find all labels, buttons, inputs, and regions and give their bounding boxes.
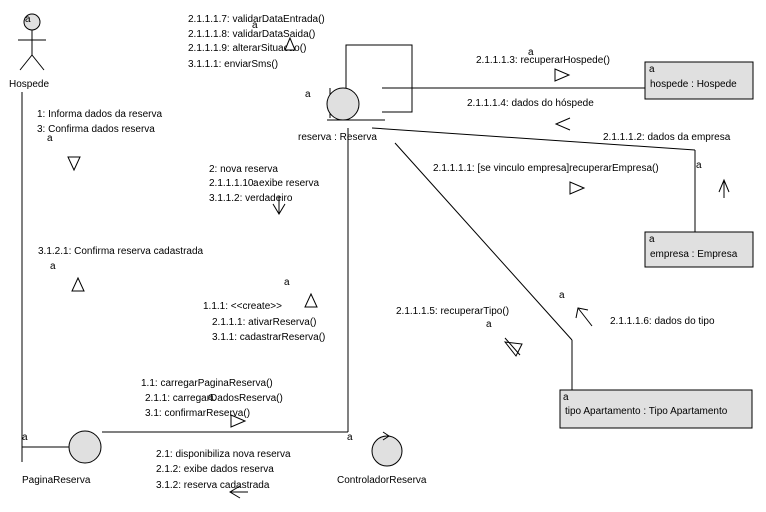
marker: a — [528, 47, 534, 58]
message-label: 2.1.1.1.7: validarDataEntrada() — [188, 14, 325, 25]
message-label: 2.1.1.1.9: alterarSituacao() — [188, 43, 306, 54]
object-empresa-label: empresa : Empresa — [650, 249, 738, 260]
marker: a — [649, 234, 655, 245]
messages-controlador-to-pagina: 2.1: disponibiliza nova reserva 2.1.2: e… — [156, 449, 291, 499]
arrow-up-icon — [304, 292, 318, 308]
message-label: 2.1.1: carregarDadosReserva() — [145, 393, 283, 404]
arrow-right-icon — [230, 414, 247, 428]
marker: a — [563, 392, 569, 403]
pagina-boundary-icon — [68, 430, 102, 464]
controlador-control-icon — [371, 435, 403, 467]
controlador-arrowhead — [382, 431, 390, 441]
reserva-entity-icon — [326, 87, 360, 121]
object-tipo-apartamento[interactable]: a tipo Apartamento : Tipo Apartamento — [559, 389, 753, 429]
arrow-down-icon — [272, 203, 286, 215]
message-label: 2.1.1.1.1: [se vinculo empresa]recuperar… — [433, 163, 659, 174]
message-label: 2.1.1.1.4: dados do hóspede — [467, 98, 594, 109]
messages-to-tipo: 2.1.1.1.5: recuperarTipo() a — [396, 306, 523, 357]
message-label: 3.1: confirmarReserva() — [145, 408, 250, 419]
message-label: 2.1.1.1.6: dados do tipo — [610, 316, 715, 327]
arrow-left-icon — [554, 117, 571, 131]
messages-pagina-to-actor: 3.1.2.1: Confirma reserva cadastrada a — [38, 246, 204, 292]
actor-left-leg — [19, 54, 33, 71]
messages-to-hospede: 2.1.1.1.3: recuperarHospede() a — [476, 47, 610, 82]
message-label: 3.1.1.1: enviarSms() — [188, 59, 278, 70]
object-reserva[interactable]: reserva : Reserva a — [298, 87, 385, 143]
actor-hospede[interactable]: Hospede — [9, 13, 49, 90]
arrow-down-icon — [67, 156, 81, 172]
message-label: 1: Informa dados da reserva — [37, 109, 163, 120]
object-hospede-label: hospede : Hospede — [650, 79, 737, 90]
marker: a — [253, 178, 259, 189]
message-label: 2.1.1.1.8: validarDataSaida() — [188, 29, 315, 40]
object-controlador-label: ControladorReserva — [337, 475, 427, 486]
marker: a — [696, 160, 702, 171]
message-label: 1.1.1: <<create>> — [203, 301, 282, 312]
message-label: 2.1.2: exibe dados reserva — [156, 464, 274, 475]
message-label: 3.1.1: cadastrarReserva() — [212, 332, 325, 343]
messages-actor-to-pagina: 1: Informa dados da reserva 3: Confirma … — [37, 109, 163, 172]
message-label: 3.1.2: reserva cadastrada — [156, 480, 270, 491]
hospede-box — [644, 61, 754, 100]
empresa-box — [644, 231, 754, 268]
messages-from-empresa: 2.1.1.1.2: dados da empresa — [554, 117, 731, 143]
marker: a — [486, 319, 492, 330]
arrow-up-left-icon — [575, 307, 589, 319]
self-link-reserva — [345, 44, 413, 113]
object-pagina-reserva[interactable]: PaginaReserva a — [22, 430, 102, 486]
message-label: 2.1: disponibiliza nova reserva — [156, 449, 291, 460]
link-reserva-tipo-a — [394, 142, 573, 341]
message-label: 2.1.1.1.10: exibe reserva — [209, 178, 320, 189]
messages-from-hospede: 2.1.1.1.4: dados do hóspede — [467, 98, 594, 109]
message-label: 2.1.1.1: ativarReserva() — [212, 317, 317, 328]
object-controlador-reserva[interactable]: ControladorReserva a — [337, 431, 427, 486]
actor-right-leg — [31, 54, 45, 71]
object-empresa[interactable]: a empresa : Empresa — [644, 231, 754, 268]
marker: a — [252, 20, 258, 31]
marker: a — [208, 392, 214, 403]
message-label: 1.1: carregarPaginaReserva() — [141, 378, 273, 389]
message-label: 3.1.1.2: verdadeiro — [209, 193, 293, 204]
messages-controlador-to-reserva: a 1.1.1: <<create>> 2.1.1.1: ativarReser… — [203, 277, 325, 343]
marker: a — [284, 277, 290, 288]
arrow-shaft — [504, 337, 521, 356]
object-pagina-label: PaginaReserva — [22, 475, 91, 486]
arrow-right-icon — [569, 181, 586, 195]
object-reserva-label: reserva : Reserva — [298, 132, 377, 143]
arrow-shaft — [577, 307, 593, 327]
marker: a — [22, 432, 28, 443]
object-hospede[interactable]: a hospede : Hospede — [644, 61, 754, 100]
message-label: 2.1.1.1.2: dados da empresa — [603, 132, 731, 143]
link-reserva-empresa-a — [371, 127, 696, 151]
messages-pagina-to-controlador: 1.1: carregarPaginaReserva() 2.1.1: carr… — [141, 378, 283, 428]
marker: a — [47, 133, 53, 144]
marker: a — [25, 14, 31, 25]
messages-to-empresa: 2.1.1.1.1: [se vinculo empresa]recuperar… — [433, 160, 730, 198]
messages-reserva-to-controlador: 2: nova reserva 2.1.1.1.10: exibe reserv… — [209, 164, 320, 215]
arrow-up-icon — [71, 276, 85, 292]
message-label: 3: Confirma dados reserva — [37, 124, 155, 135]
message-label: 2: nova reserva — [209, 164, 278, 175]
messages-self-reserva: 2.1.1.1.7: validarDataEntrada() 2.1.1.1.… — [188, 14, 325, 70]
message-label: 3.1.2.1: Confirma reserva cadastrada — [38, 246, 204, 257]
messages-from-tipo: a 2.1.1.1.6: dados do tipo — [559, 290, 715, 327]
message-label: 2.1.1.1.5: recuperarTipo() — [396, 306, 509, 317]
marker: a — [50, 261, 56, 272]
tipo-box — [559, 389, 753, 429]
arrow-left-icon — [229, 485, 241, 499]
marker: a — [305, 89, 311, 100]
actor-hospede-label: Hospede — [9, 79, 49, 90]
arrow-up-icon — [284, 36, 296, 51]
marker: a — [347, 432, 353, 443]
object-tipo-label: tipo Apartamento : Tipo Apartamento — [565, 406, 728, 417]
marker: a — [649, 64, 655, 75]
arrow-right-icon — [554, 68, 571, 82]
marker: a — [559, 290, 565, 301]
message-label: 2.1.1.1.3: recuperarHospede() — [476, 55, 610, 66]
